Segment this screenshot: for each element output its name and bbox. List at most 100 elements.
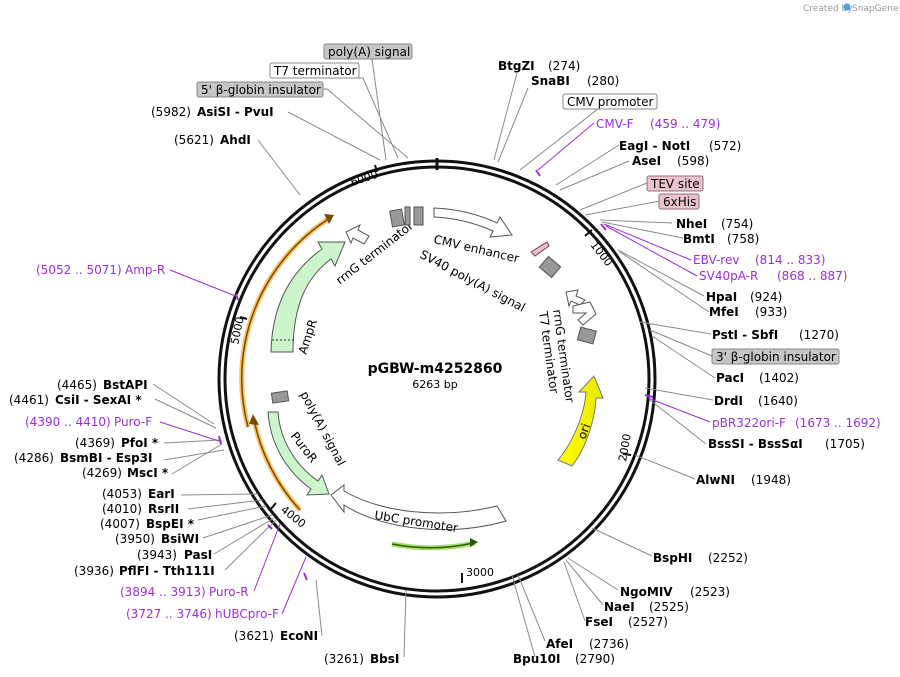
site-bmti-name: BmtI bbox=[683, 232, 715, 246]
cmv-promoter-box-label: CMV promoter bbox=[567, 95, 654, 109]
polya-box-bg bbox=[323, 43, 413, 60]
primer-puror-name: Puro-R bbox=[209, 585, 249, 599]
globin3-box-bg bbox=[711, 348, 840, 365]
site-btgzi-pos: (274) bbox=[548, 59, 580, 73]
globin3-box bbox=[576, 326, 597, 345]
rrng-terminator-1-label: rrnG terminator bbox=[333, 218, 416, 287]
cmv-enhancer-arrow bbox=[433, 207, 513, 238]
site-hpai-name: HpaI bbox=[706, 290, 737, 304]
tick-label-3000: 3000 bbox=[466, 566, 494, 579]
primer-purof-range: (4390 .. 4410) bbox=[25, 415, 111, 429]
site-psti-name: PstI - SbfI bbox=[712, 328, 778, 342]
tick-mark-2000 bbox=[622, 453, 632, 456]
primer-ebvrev-range: (814 .. 833) bbox=[755, 253, 825, 267]
site-afei-name: AfeI bbox=[546, 637, 573, 651]
his-box-label: 6xHis bbox=[663, 195, 696, 209]
credit-brand: SnapGene bbox=[852, 4, 899, 14]
site-fsei-pos: (2527) bbox=[628, 615, 668, 629]
site-ahdi-name: AhdI bbox=[220, 133, 251, 147]
polya-box-label: poly(A) signal bbox=[328, 45, 410, 59]
site-bbsi-pos: (3261) bbox=[324, 652, 364, 666]
primer-cmvf-range: (459 .. 479) bbox=[650, 117, 720, 131]
tev-box-label: TEV site bbox=[650, 177, 700, 191]
his-box-bg bbox=[658, 193, 700, 210]
rrng-terminator-2-arrow bbox=[565, 289, 586, 308]
site-pasi-pos: (3943) bbox=[137, 548, 177, 562]
site-drdi-pos: (1640) bbox=[758, 394, 798, 408]
site-rsrii-name: RsrII bbox=[148, 502, 179, 516]
snapgene-logo-icon bbox=[843, 3, 851, 11]
site-bbsi-name: BbsI bbox=[370, 652, 399, 666]
polya-signal-2-box bbox=[270, 390, 290, 404]
primer-ebvrev-name: EBV-rev bbox=[693, 253, 739, 267]
ampr-label: AmpR bbox=[296, 317, 320, 355]
site-mfei-pos: (933) bbox=[755, 305, 787, 319]
site-eagi-name: EagI - NotI bbox=[619, 139, 690, 153]
site-rsrii-pos: (4010) bbox=[102, 502, 142, 516]
site-bsiwi-name: BsiWI bbox=[161, 532, 199, 546]
site-bsphi-name: BspHI bbox=[653, 551, 692, 565]
primer-pbr322-name: pBR322ori-F bbox=[712, 416, 786, 430]
ampr-primer-mark bbox=[235, 293, 239, 301]
tev-his-feature bbox=[530, 241, 550, 257]
site-fsei-name: FseI bbox=[585, 615, 613, 629]
tick-label-5000: 5000 bbox=[228, 316, 247, 346]
globin5-box-label: 5' β-globin insulator bbox=[201, 83, 321, 97]
globin3-box-label: 3' β-globin insulator bbox=[716, 350, 836, 364]
puror-feature-arrow bbox=[267, 411, 330, 496]
ubc-promoter-arrow bbox=[330, 483, 507, 531]
site-pflfi-name: PflFI - Tth111I bbox=[119, 564, 215, 578]
site-bsiwi-pos: (3950) bbox=[115, 532, 155, 546]
site-pasi-name: PasI bbox=[184, 548, 212, 562]
primer-sv40pa-name: SV40pA-R bbox=[699, 269, 758, 283]
site-bmti-pos: (758) bbox=[727, 232, 759, 246]
t7-box-bg bbox=[269, 62, 360, 79]
ori-feature-arrow bbox=[557, 375, 604, 467]
site-bsmbi-pos: (4286) bbox=[14, 451, 54, 465]
site-econi-pos: (3621) bbox=[234, 629, 274, 643]
puror-primer-mark bbox=[267, 524, 273, 530]
primer-hubc-range: (3727 .. 3746) bbox=[126, 607, 212, 621]
tick-mark-5000 bbox=[239, 316, 248, 320]
site-alwni-name: AlwNI bbox=[696, 473, 735, 487]
primer-pbr322-range: (1673 .. 1692) bbox=[795, 416, 881, 430]
site-bpu10i-name: Bpu10I bbox=[513, 652, 560, 666]
puro-orf-arrowhead bbox=[249, 414, 259, 425]
ebvrev-primer-mark bbox=[600, 223, 607, 231]
hubc-primer-mark bbox=[303, 572, 308, 581]
site-msci-pos: (4269) bbox=[82, 466, 122, 480]
plasmid-size: 6263 bp bbox=[412, 378, 457, 391]
site-asisi-pos: (5982) bbox=[151, 105, 191, 119]
primer-puror-range: (3894 .. 3913) bbox=[120, 585, 206, 599]
leader-lines bbox=[152, 58, 716, 658]
amp-orf-arrowhead bbox=[324, 214, 334, 224]
tick-mark-4000 bbox=[269, 502, 277, 511]
site-asei-name: AseI bbox=[632, 154, 661, 168]
primer-ampr-range: (5052 .. 5071) bbox=[36, 263, 122, 277]
t7-box-label: T7 terminator bbox=[273, 64, 357, 78]
polya-signal-box bbox=[404, 206, 411, 226]
site-csii-name: CsiI - SexAI * bbox=[55, 393, 142, 407]
ampr-promoter-arrow bbox=[345, 223, 370, 245]
site-pfoi-pos: (4369) bbox=[75, 436, 115, 450]
site-asisi-name: AsiSI - PvuI bbox=[197, 105, 274, 119]
site-afei-pos: (2736) bbox=[589, 637, 629, 651]
credit-prefix: Created by bbox=[803, 4, 853, 14]
site-snabi-pos: (280) bbox=[587, 74, 619, 88]
tick-mark-1000 bbox=[584, 229, 593, 237]
site-bsphi-pos: (2252) bbox=[708, 551, 748, 565]
site-bsmbi-name: BsmBI - Esp3I bbox=[60, 451, 152, 465]
cmv-promoter-box-bg bbox=[562, 93, 658, 110]
site-bstapi-name: BstAPI bbox=[103, 378, 148, 392]
sv40-polya-box bbox=[538, 255, 562, 279]
ori-label: ori bbox=[575, 422, 593, 441]
primer-cmvf-name: CMV-F bbox=[596, 117, 634, 131]
site-snabi-name: SnaBI bbox=[531, 74, 570, 88]
site-mfei-name: MfeI bbox=[709, 305, 739, 319]
site-bsssi-pos: (1705) bbox=[825, 437, 865, 451]
tick-label-6000: 6000 bbox=[349, 168, 380, 189]
ubc-orf-line bbox=[391, 542, 474, 549]
site-bspei-pos: (4007) bbox=[100, 517, 140, 531]
